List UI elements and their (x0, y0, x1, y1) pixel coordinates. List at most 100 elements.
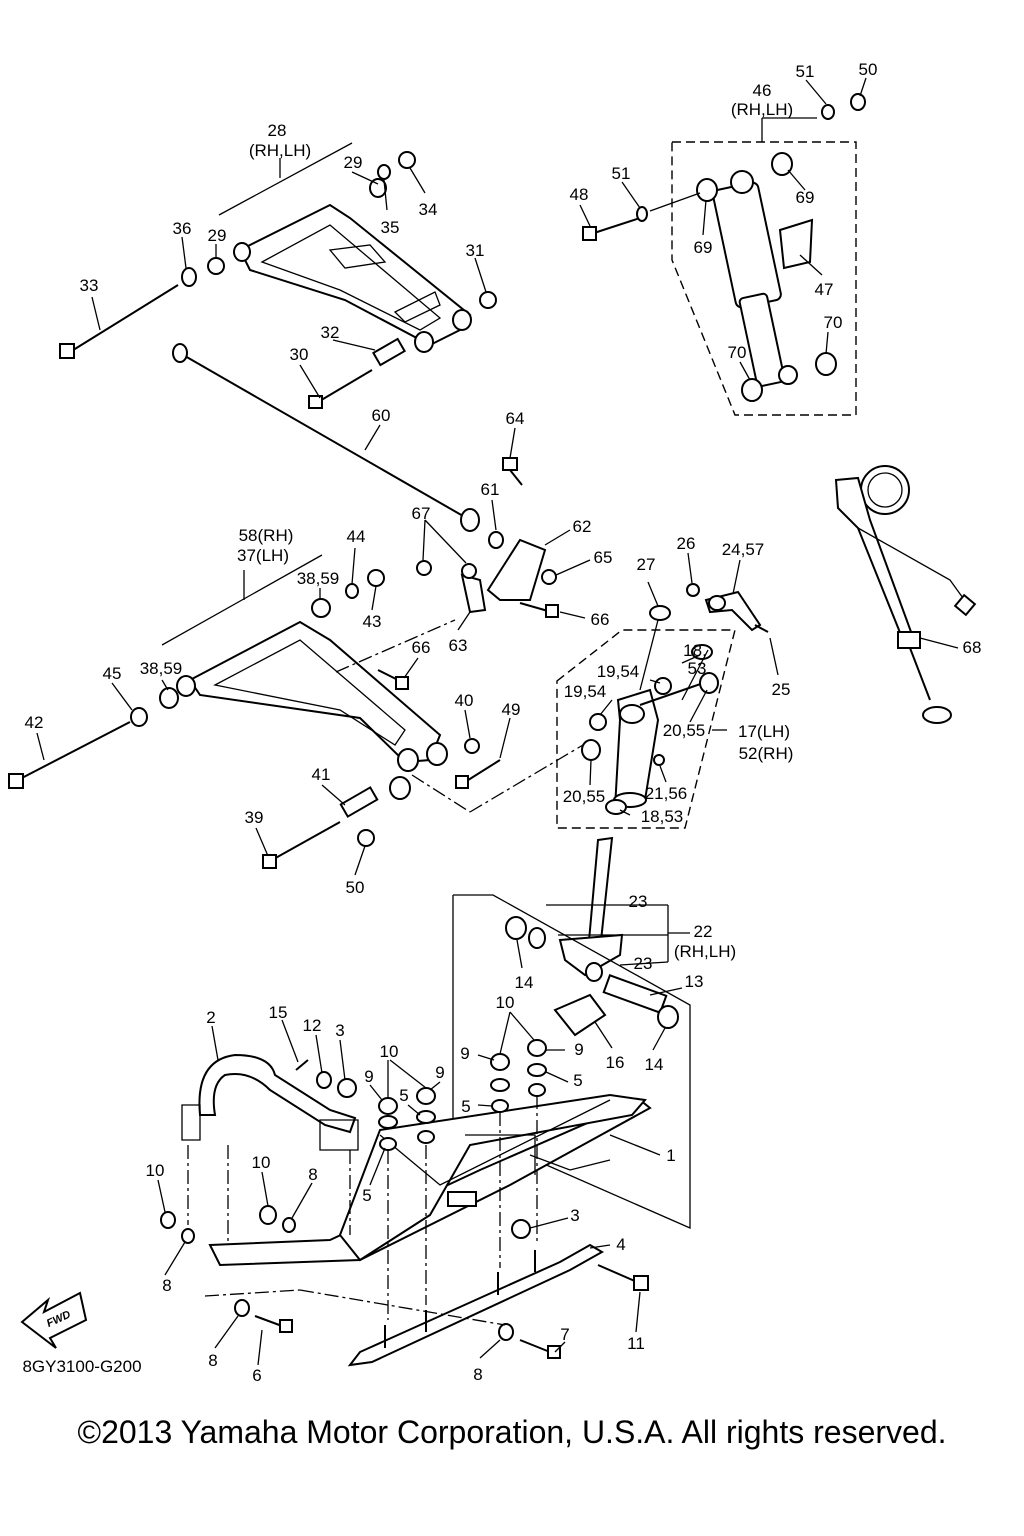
label-18-upper: 18, (683, 641, 707, 660)
label-20-55-lower: 20,55 (563, 787, 606, 806)
bolt-49 (464, 759, 501, 783)
washer-36 (181, 267, 197, 287)
label-11: 11 (627, 1334, 645, 1353)
label-10-left: 10 (380, 1042, 399, 1061)
bolt-25 (754, 624, 769, 633)
nut-34 (398, 151, 416, 169)
bolt-30 (317, 369, 373, 403)
diagram-code: 8GY3100-G200 (22, 1357, 141, 1376)
label-3-lower: 3 (570, 1206, 579, 1225)
nut-10-left (160, 1211, 176, 1229)
collar-61 (488, 531, 504, 549)
label-9-left-b: 9 (435, 1063, 444, 1082)
bushing-29-right (369, 178, 387, 198)
nut-10-stack-b (416, 1087, 436, 1105)
shock-absorber-group (579, 77, 867, 416)
label-50-lower: 50 (346, 878, 365, 897)
bushing-14-a (505, 916, 527, 940)
nut-40 (464, 738, 480, 754)
washer-45 (130, 707, 148, 727)
label-52: 52(RH) (739, 744, 794, 763)
label-4: 4 (616, 1235, 625, 1254)
fwd-arrow-icon: FWD (20, 1291, 88, 1349)
nut-50-top (850, 93, 866, 111)
label-21-56: 21,56 (645, 784, 688, 803)
shock-tool-group (834, 465, 977, 724)
link-63 (460, 573, 487, 614)
nut-50-lower (357, 829, 375, 847)
label-9-right-b: 9 (574, 1040, 583, 1059)
washer-51-left (636, 206, 648, 222)
label-14-right: 14 (645, 1055, 664, 1074)
ski-handle-2 (198, 1053, 357, 1134)
label-7: 7 (560, 1325, 569, 1344)
label-42: 42 (25, 713, 44, 732)
bushing-20-upper (699, 672, 719, 694)
washer-44 (345, 583, 359, 599)
nut-43 (367, 569, 385, 587)
label-29-left: 29 (208, 226, 227, 245)
ski-mount-plate (447, 1191, 477, 1207)
bolt-33 (69, 284, 179, 353)
label-10-right: 10 (496, 993, 515, 1012)
label-41: 41 (312, 765, 331, 784)
ski-mount-group (452, 836, 691, 1229)
bolt-7 (519, 1339, 551, 1353)
label-62: 62 (573, 517, 592, 536)
label-70-right: 70 (824, 313, 843, 332)
spindle-group (556, 552, 779, 829)
nut-10-stack-c (490, 1053, 510, 1071)
label-9-left-a: 9 (364, 1067, 373, 1086)
label-69-left: 69 (694, 238, 713, 257)
bolt-39 (271, 821, 341, 861)
bushing-69-a (696, 178, 718, 202)
pump-handle (922, 706, 952, 724)
label-5-left-a: 5 (399, 1086, 408, 1105)
label-47 (778, 218, 814, 270)
collar-3-upper (337, 1078, 357, 1098)
bushing-70-a (741, 378, 763, 402)
copyright-notice: ©2013 Yamaha Motor Corporation, U.S.A. A… (77, 1414, 947, 1450)
label-32: 32 (321, 323, 340, 342)
bushing-38-right (311, 598, 331, 618)
label-2: 2 (206, 1008, 215, 1027)
washer-35 (377, 164, 391, 180)
bushing-69-b (771, 152, 793, 176)
label-44: 44 (347, 527, 366, 546)
bolt-66-upper (519, 602, 549, 612)
label-64: 64 (506, 409, 525, 428)
label-9-right-a: 9 (460, 1044, 469, 1063)
bolt-6 (254, 1315, 283, 1327)
label-46-rhlh: (RH,LH) (731, 100, 793, 119)
label-5-right-a: 5 (573, 1071, 582, 1090)
label-48: 48 (570, 185, 589, 204)
pump-collar-68 (897, 631, 921, 649)
label-23-top: 23 (629, 892, 648, 911)
label-8-mid: 8 (308, 1165, 317, 1184)
bolt-48 (593, 217, 641, 234)
cap-27 (649, 605, 671, 621)
bushing-14-b (657, 1005, 679, 1029)
label-17: 17(LH) (738, 722, 790, 741)
label-45: 45 (103, 664, 122, 683)
nut-10-stack-a (378, 1097, 398, 1115)
label-27: 27 (637, 555, 656, 574)
lower-a-arm-group (8, 547, 584, 876)
label-23-bottom: 23 (634, 954, 653, 973)
nut-67-a (416, 560, 432, 576)
label-16: 16 (606, 1053, 625, 1072)
label-36: 36 (173, 219, 192, 238)
collar-3-lower (511, 1219, 531, 1239)
label-22: 22 (694, 922, 713, 941)
washer-8-bottom-a (234, 1299, 250, 1317)
part-labels: 28 (RH,LH) 29 29 36 35 34 31 33 32 30 51… (25, 60, 982, 1385)
washer-8-bottom-b (498, 1323, 514, 1341)
shock-absorber-47 (712, 181, 782, 309)
label-49: 49 (502, 700, 521, 719)
label-60: 60 (372, 406, 391, 425)
label-68: 68 (963, 638, 982, 657)
label-38-59-left: 38,59 (140, 659, 183, 678)
label-58: 58(RH) (239, 526, 294, 545)
bolt-64 (509, 469, 523, 486)
